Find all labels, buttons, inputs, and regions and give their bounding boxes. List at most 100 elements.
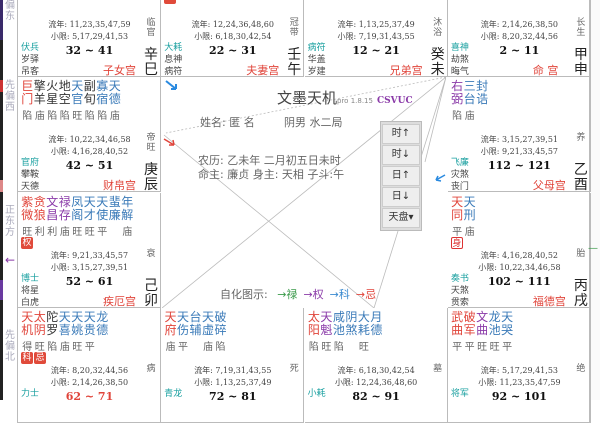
star[interactable]: 蜚廉 <box>108 194 121 222</box>
palace-name[interactable]: 福德宫 <box>532 294 566 308</box>
star-list: 天府天伤台辅天虚破碎 <box>164 309 227 337</box>
star[interactable]: 破碎 <box>214 309 227 337</box>
star[interactable]: 贪狼 <box>33 194 46 222</box>
palace-name[interactable]: 财帛宫 <box>103 179 136 193</box>
star[interactable]: 天伤 <box>177 309 190 337</box>
stem-branch: 辰 <box>144 177 158 193</box>
god-name: 博士 <box>21 273 40 284</box>
star[interactable]: 文昌 <box>46 194 59 222</box>
liunian-years: 流年: 12,24,36,48,60 <box>191 20 274 29</box>
star[interactable]: 台辅 <box>189 309 202 337</box>
star[interactable]: 破军 <box>463 309 476 337</box>
star[interactable]: 擎羊 <box>33 79 46 107</box>
star[interactable]: 紫微 <box>21 194 34 222</box>
palace-name[interactable]: 子女宫 <box>103 64 136 77</box>
star[interactable]: 天虚 <box>202 309 215 337</box>
stem-branch: 未 <box>430 62 445 77</box>
star[interactable]: 副旬 <box>83 79 96 107</box>
god-name: 贯索 <box>450 297 469 308</box>
star[interactable]: 天哭 <box>501 309 514 337</box>
arrow-left-icon: ← <box>5 253 16 267</box>
palace-name[interactable]: 夫妻宫 <box>246 64 280 77</box>
left-edge-bar <box>0 0 3 400</box>
star[interactable]: 寡宿 <box>96 79 109 107</box>
star[interactable]: 陀罗 <box>46 309 59 337</box>
xiaoxian-years: 小限: 6,18,30,42,54 <box>194 32 272 41</box>
star[interactable]: 天官 <box>71 79 84 107</box>
liunian-years: 流年: 4,16,28,40,52 <box>480 250 558 260</box>
star-brightness: 陷 <box>333 341 344 353</box>
master-line: 命主: 廉贞 身主: 天相 子斗:午 <box>198 168 345 181</box>
star[interactable]: 三台 <box>463 79 476 107</box>
star[interactable]: 天德 <box>108 79 121 107</box>
star[interactable]: 天才 <box>83 194 96 222</box>
star[interactable]: 天府 <box>164 309 177 337</box>
palace-cell[interactable]: 巨门擎羊火星地空天官副旬寡宿天德陷庙陷陷旺陷陷庙流年: 10,22,34,46,… <box>18 77 161 193</box>
star[interactable]: 年解 <box>121 194 134 222</box>
star[interactable]: 太阴 <box>33 309 46 337</box>
right-scrollbar[interactable] <box>591 0 600 400</box>
star[interactable]: 天魁 <box>320 309 333 337</box>
star[interactable]: 天姚 <box>71 309 84 337</box>
transform-badge: 身 <box>450 236 463 249</box>
star[interactable]: 火星 <box>46 79 59 107</box>
star[interactable]: 文曲 <box>476 309 489 337</box>
palace-name[interactable]: 父母宫 <box>532 179 566 193</box>
star[interactable]: 禄存 <box>58 194 71 222</box>
star[interactable]: 太阳 <box>307 309 320 337</box>
day-down-button[interactable]: 日↓ <box>382 187 420 207</box>
star[interactable]: 天机 <box>21 309 34 337</box>
star-brightness: 旺 <box>358 341 369 353</box>
star-brightness: 庙 <box>165 341 176 353</box>
star[interactable]: 天同 <box>451 194 464 222</box>
hour-up-button[interactable]: 时↑ <box>382 124 420 144</box>
growth-stage: 衰 <box>146 248 156 259</box>
star[interactable]: 天贵 <box>83 309 96 337</box>
day-up-button[interactable]: 日↑ <box>382 166 420 186</box>
star[interactable]: 武曲 <box>451 309 464 337</box>
hour-down-button[interactable]: 时↓ <box>382 145 420 165</box>
god-name: 飞廉 <box>450 158 469 169</box>
god-name: 灾煞 <box>450 170 469 181</box>
star[interactable]: 巨门 <box>21 79 34 107</box>
liunian-years: 流年: 6,18,30,42,54 <box>337 365 415 375</box>
liunian-years: 流年: 7,19,31,43,55 <box>194 365 272 375</box>
decade-range: 42 ~ 51 <box>65 159 114 173</box>
star[interactable]: 咸池 <box>332 309 345 337</box>
legend-item: →科 <box>329 288 350 301</box>
growth-stage: 临官 <box>146 18 156 38</box>
star-brightness: 得 <box>22 341 33 353</box>
brightness-row: 陷旺陷旺 <box>308 338 383 353</box>
star[interactable]: 龙德 <box>96 309 109 337</box>
star-brightness <box>476 107 489 122</box>
stem-branch: 壬 <box>287 47 302 63</box>
star[interactable]: 龙池 <box>488 309 501 337</box>
palace-name[interactable]: 兄弟宫 <box>389 64 423 77</box>
star[interactable]: 天使 <box>96 194 109 222</box>
star[interactable]: 月德 <box>370 309 383 337</box>
star[interactable]: 封诰 <box>476 79 489 107</box>
palace-name[interactable]: 命 宫 <box>532 64 559 77</box>
palace-name[interactable]: 疾厄宫 <box>103 294 136 308</box>
xiaoxian-years: 小限: 10,22,34,46,58 <box>478 262 561 272</box>
palace-cell[interactable]: 紫微贪狼文昌禄存凤阁天才天使蜚廉年解旺利利庙旺旺平庙权流年: 9,21,33,4… <box>18 192 161 308</box>
star[interactable]: 天刑 <box>463 194 476 222</box>
star[interactable]: 天喜 <box>58 309 71 337</box>
star[interactable]: 地空 <box>58 79 71 107</box>
star[interactable]: 阴煞 <box>345 309 358 337</box>
star[interactable]: 大耗 <box>357 309 370 337</box>
star[interactable]: 右弼 <box>451 79 464 107</box>
star-brightness: 平 <box>502 341 513 353</box>
chart-type-dropdown[interactable]: 天盘▾ <box>382 208 420 228</box>
star[interactable]: 凤阁 <box>71 194 84 222</box>
